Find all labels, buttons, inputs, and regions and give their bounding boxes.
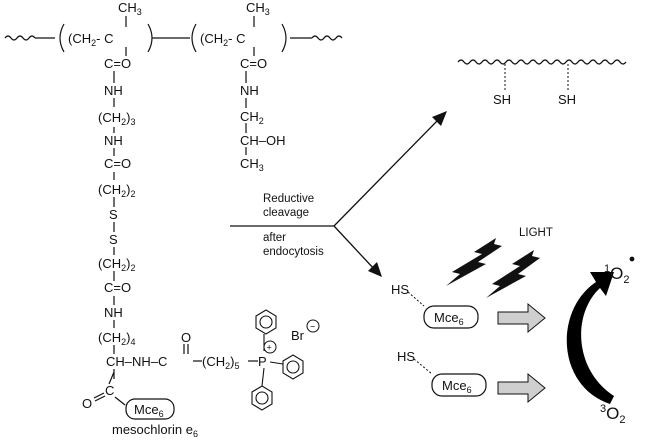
cleavage-label: cleavage [263,207,309,219]
methyl-left: CH3 [118,0,142,17]
upper-pathway-arrow [333,117,441,227]
lightning-bolt-icon [486,250,540,298]
mce6-released-box-1 [423,305,479,329]
phenyl-ring-icon [255,309,277,351]
thiol-label-2: SH [558,92,576,107]
wavy-backbone-icon [311,35,343,41]
polymer-backbone [4,23,343,53]
hpma-ch2: CH2 [240,109,264,126]
ester-carbon: C [105,383,114,398]
hs-label-2: HS [397,349,415,364]
linker-ethyl-1: (CH2)2 [98,182,135,199]
linker-nh-3: NH [104,305,123,320]
phenyl-ring-icon [251,367,273,411]
linker-nh-2: NH [104,133,123,148]
singlet-oxygen: 1O2 [604,263,629,286]
mce6-released-label-2: Mce6 [442,378,472,395]
curved-arrow-icon [566,272,614,404]
wavy-backbone-icon [457,59,627,65]
positive-charge: + [267,343,272,353]
light-label: LIGHT [519,227,553,239]
negative-charge: − [310,322,315,332]
phosphonium-p: P [258,354,267,369]
thiol-label-1: SH [493,92,511,107]
hpma-choh: CH–OH [240,133,286,148]
endocytosis-label: endocytosis [263,246,324,258]
mce6-released-box-2 [431,373,487,397]
block-arrow-icon [497,372,546,404]
hpma-ch3: CH3 [240,156,264,173]
methyl-right: CH3 [246,0,270,17]
ester-oxygen: O [82,396,92,411]
amide-oxygen: O [181,330,191,345]
hpma-carbonyl: C=O [240,56,267,71]
linker-carbonyl-3: C=O [104,280,131,295]
mce6-conjugated-box [125,398,175,420]
ch2-group-left: (CH2- C [68,31,113,48]
linker-ethyl-2: (CH2)2 [98,256,135,273]
bromide-ion: Br [291,328,305,343]
mce6-conjugated-label: Mce6 [134,402,164,419]
disulfide-s2: S [109,232,118,247]
block-arrow-icon [497,302,546,334]
lysine-butyl: (CH2)4 [98,330,135,347]
lower-pathway-arrow [333,225,376,271]
pentyl-chain: (CH2)5 [202,354,239,371]
hpma-nh: NH [240,83,259,98]
ch2-group-right: (CH2- C [200,31,245,48]
wavy-backbone-icon [4,35,36,41]
disulfide-s1: S [109,207,118,222]
mesochlorin-caption: mesochlorin e6 [112,422,198,439]
phenyl-ring-icon [269,354,304,380]
linker-nh-1: NH [104,83,123,98]
triplet-oxygen: 3O2 [600,403,625,426]
linker-carbonyl-1: C=O [104,56,131,71]
reductive-label: Reductive [263,193,314,205]
hs-label-1: HS [391,282,409,297]
after-label: after [263,232,286,244]
linker-propyl: (CH2)3 [98,110,135,127]
mce6-released-label-1: Mce6 [434,310,464,327]
radical-dot [629,256,635,262]
linker-carbonyl-2: C=O [104,156,131,171]
arrowhead-up-icon [432,111,447,126]
arrowhead-down-icon [368,262,382,277]
lightning-bolt-icon [446,238,502,286]
lysine-alpha: CH–NH–C [106,354,167,369]
